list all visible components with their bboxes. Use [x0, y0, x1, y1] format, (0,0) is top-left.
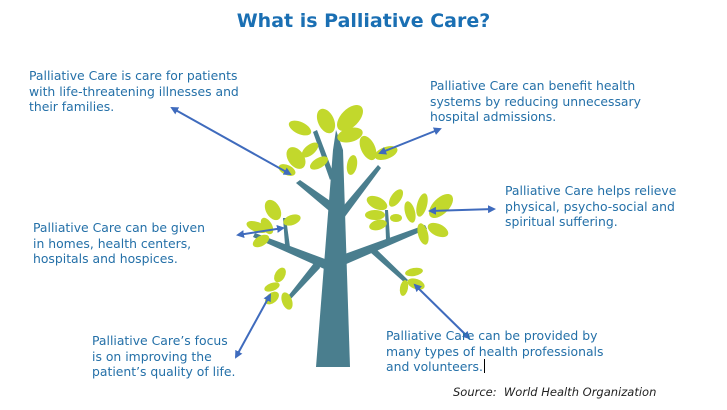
- callout-providers[interactable]: Palliative Care can be provided by many …: [386, 328, 603, 375]
- arrow-relieve-suffering: [428, 205, 496, 215]
- callout-focus: Palliative Care’s focus is on improving …: [92, 333, 236, 379]
- arrow-health-systems: [378, 127, 442, 155]
- tree-trunk-icon: [253, 130, 427, 367]
- callout-providers-text: Palliative Care can be provided by many …: [386, 328, 604, 374]
- arrow-focus: [235, 293, 271, 359]
- callout-settings: Palliative Care can be given in homes, h…: [33, 220, 205, 266]
- arrow-icon: [170, 107, 496, 359]
- text-cursor: [483, 359, 485, 373]
- arrow-settings: [236, 224, 285, 239]
- callout-relieve-suffering: Palliative Care helps relieve physical, …: [505, 183, 677, 229]
- callout-definition: Palliative Care is care for patients wit…: [29, 68, 239, 114]
- source-citation: Source: World Health Organization: [453, 385, 657, 399]
- callout-health-systems: Palliative Care can benefit health syste…: [430, 78, 641, 124]
- page-title: What is Palliative Care?: [236, 10, 491, 32]
- leaf-cluster-icon: [246, 105, 454, 310]
- arrow-definition: [170, 107, 292, 175]
- arrow-providers: [413, 283, 471, 340]
